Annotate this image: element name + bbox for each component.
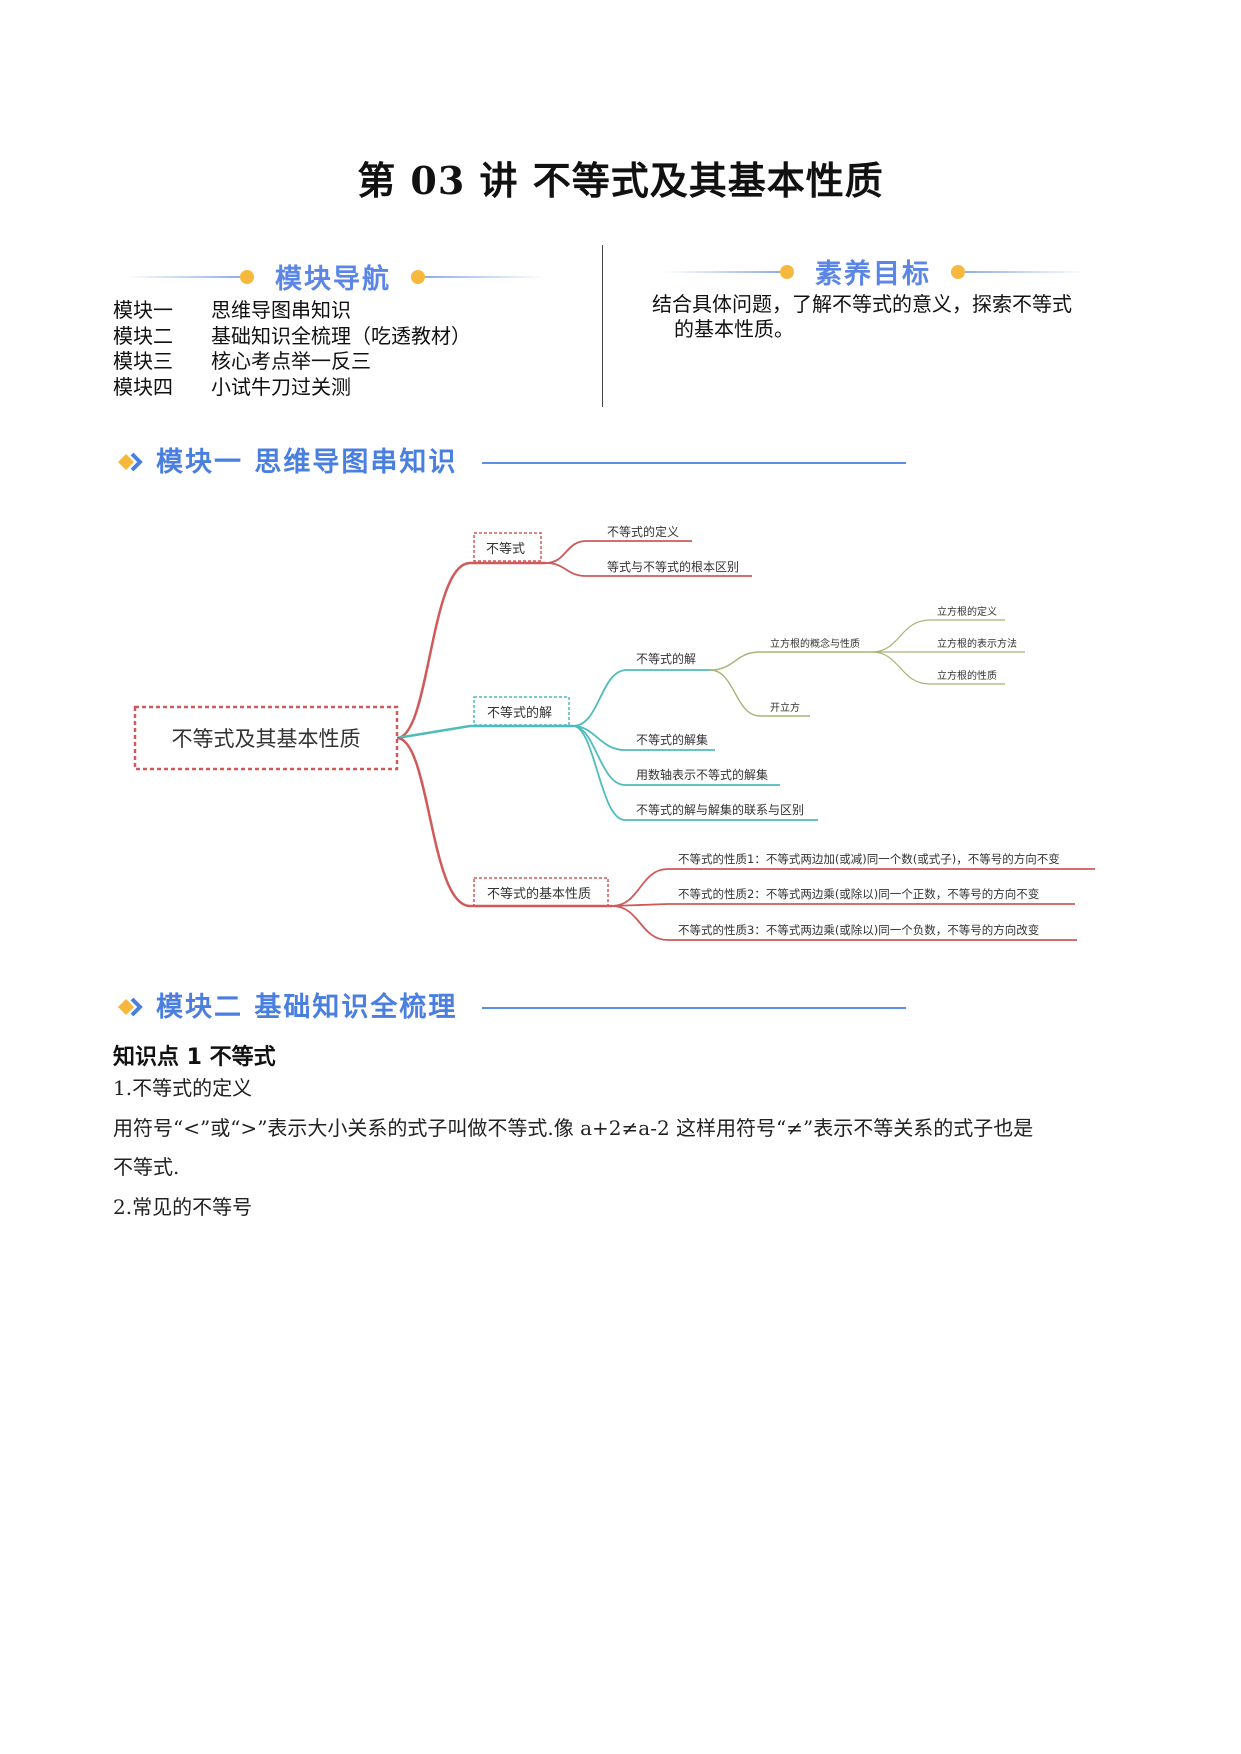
mindmap-node: 不等式的解与解集的联系与区别 bbox=[636, 802, 804, 817]
page-title: 第 03 讲 不等式及其基本性质 bbox=[357, 158, 884, 203]
goal-heading-banner: 素养目标 bbox=[665, 252, 1085, 292]
goal-heading: 素养目标 bbox=[815, 259, 931, 290]
mindmap-node: 不等式的解集 bbox=[636, 732, 708, 747]
mindmap-node: 不等式的性质1：不等式两边加(或减)同一个数(或式子)，不等号的方向不变 bbox=[678, 852, 1060, 866]
column-divider bbox=[602, 245, 603, 407]
mindmap-node: 开立方 bbox=[770, 701, 800, 714]
mindmap-root-box bbox=[133, 705, 399, 771]
paragraph: 2.常见的不等号 bbox=[113, 1195, 253, 1219]
mindmap-node: 不等式的性质2：不等式两边乘(或除以)同一个正数，不等号的方向不变 bbox=[678, 887, 1039, 901]
mindmap-node: 等式与不等式的根本区别 bbox=[607, 559, 739, 574]
mindmap-node: 立方根的定义 bbox=[937, 605, 997, 618]
module1-bar: 模块一 思维导图串知识 bbox=[116, 440, 906, 484]
nav-heading-banner: 模块导航 bbox=[125, 257, 545, 297]
module2-bar: 模块二 基础知识全梳理 bbox=[116, 985, 906, 1029]
nav-item: 模块一思维导图串知识 bbox=[113, 298, 351, 322]
nav-list: 模块一思维导图串知识 模块二基础知识全梳理（吃透教材） 模块三核心考点举一反三 … bbox=[113, 298, 471, 400]
goal-text: 结合具体问题，了解不等式的意义，探索不等式 的基本性质。 bbox=[652, 292, 1072, 341]
nav-item: 模块二基础知识全梳理（吃透教材） bbox=[113, 323, 471, 348]
module1-title: 模块一 思维导图串知识 bbox=[156, 447, 458, 478]
mindmap-node: 不等式 bbox=[486, 541, 525, 557]
module2-title: 模块二 基础知识全梳理 bbox=[156, 992, 458, 1023]
mindmap-node: 不等式的解 bbox=[487, 705, 552, 721]
mindmap-node: 不等式的性质3：不等式两边乘(或除以)同一个负数，不等号的方向改变 bbox=[678, 923, 1039, 937]
mindmap-node: 立方根的概念与性质 bbox=[770, 637, 860, 650]
dot-icon bbox=[780, 265, 794, 279]
mindmap-node: 不等式的解 bbox=[636, 651, 696, 666]
nav-heading: 模块导航 bbox=[275, 264, 391, 295]
paragraph: 1.不等式的定义 bbox=[113, 1076, 253, 1100]
mind-map: 不等式及其基本性质 不等式 不等式的定义 等式与不等式的根本区别 不等式的解 不… bbox=[133, 524, 1095, 941]
mindmap-node: 不等式的基本性质 bbox=[487, 886, 591, 902]
diamond-arrow-icon bbox=[118, 452, 143, 472]
paragraph: 不等式. bbox=[113, 1155, 180, 1179]
diamond-arrow-icon bbox=[118, 997, 143, 1017]
knowledge-point-title: 知识点 1 不等式 bbox=[113, 1045, 276, 1070]
mindmap-node: 立方根的性质 bbox=[937, 669, 997, 682]
mindmap-node: 立方根的表示方法 bbox=[937, 637, 1017, 650]
dot-icon bbox=[411, 270, 425, 284]
paragraph: 用符号“<”或“>”表示大小关系的式子叫做不等式.像 a+2≠a-2 这样用符号… bbox=[113, 1116, 1034, 1140]
mindmap-node: 用数轴表示不等式的解集 bbox=[636, 767, 768, 782]
dot-icon bbox=[240, 270, 254, 284]
mindmap-node: 不等式的定义 bbox=[607, 524, 679, 539]
nav-item: 模块四小试牛刀过关测 bbox=[113, 374, 351, 399]
mindmap-root: 不等式及其基本性质 bbox=[172, 727, 361, 751]
dot-icon bbox=[951, 265, 965, 279]
nav-item: 模块三核心考点举一反三 bbox=[113, 349, 371, 373]
